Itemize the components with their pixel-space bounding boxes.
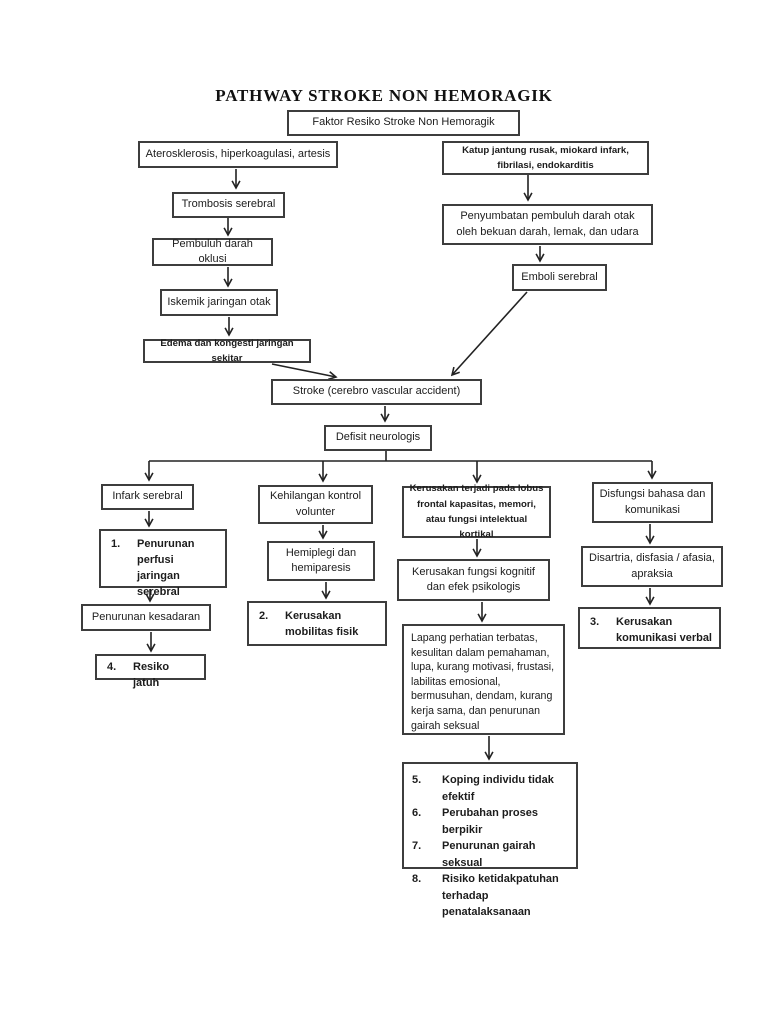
diagnosis-2-kerusakan-mobilitas: 2. Kerusakan mobilitas fisik: [247, 601, 387, 646]
node-edema: Edema dan kongesti jaringan sekitar: [143, 338, 311, 364]
diagnosis-number: 7.: [412, 840, 422, 852]
diagnosis-number: 6.: [412, 807, 422, 819]
diagnosis-label: Koping individu tidak efektif: [442, 774, 554, 803]
node-infark: Infark serebral: [101, 484, 194, 510]
node-disfungsi-bahasa: Disfungsi bahasa dan komunikasi: [592, 482, 713, 523]
diagnosis-number: 4.: [107, 661, 117, 673]
diagnosis-label: Penurunan gairah seksual: [442, 840, 536, 869]
diagnosis-list-5-8: 5. Koping individu tidak efektif 6. Peru…: [402, 762, 578, 918]
diagnosis-3-kerusakan-komunikasi: 3. Kerusakan komunikasi verbal: [578, 607, 721, 649]
node-trombosis: Trombosis serebral: [172, 192, 285, 218]
node-defisit-neurologis: Defisit neurologis: [324, 425, 432, 451]
diagnosis-number: 8.: [412, 873, 422, 885]
diagnosis-number: 2.: [259, 610, 269, 622]
node-pembuluh-oklusi: Pembuluh darah oklusi: [152, 238, 273, 266]
list-item: 5. Koping individu tidak efektif: [412, 772, 572, 805]
list-item: 6. Perubahan proses berpikir: [412, 805, 572, 838]
list-item: 7. Penurunan gairah seksual: [412, 838, 572, 871]
node-kerusakan-kognitif: Kerusakan fungsi kognitif dan efek psiko…: [397, 559, 550, 601]
diagram-title: PATHWAY STROKE NON HEMORAGIK: [215, 86, 553, 105]
node-kerusakan-lobus: Kerusakan terjadi pada lobus frontal kap…: [402, 483, 551, 540]
node-katup-jantung: Katup jantung rusak, miokard infark, fib…: [442, 141, 649, 175]
diagnosis-label: Kerusakan komunikasi verbal: [616, 616, 712, 644]
node-iskemik: Iskemik jaringan otak: [160, 289, 278, 316]
node-lapang-perhatian: Lapang perhatian terbatas, kesulitan dal…: [402, 624, 565, 735]
node-disartria: Disartria, disfasia / afasia, apraksia: [581, 546, 723, 587]
diagnosis-label: Risiko ketidakpatuhan terhadap penatalak…: [442, 873, 559, 918]
diagnosis-number: 3.: [590, 616, 600, 628]
diagnosis-label: Penurunan perfusi jaringan serebral: [137, 538, 195, 598]
diagnosis-label: Resiko jatuh: [133, 661, 170, 689]
node-stroke: Stroke (cerebro vascular accident): [271, 379, 482, 405]
node-penurunan-kesadaran: Penurunan kesadaran: [81, 604, 211, 631]
node-aterosklerosis: Aterosklerosis, hiperkoagulasi, artesis: [138, 141, 338, 168]
node-emboli: Emboli serebral: [512, 264, 607, 291]
node-hemiplegi: Hemiplegi dan hemiparesis: [267, 541, 375, 581]
diagnosis-4-resiko-jatuh: 4. Resiko jatuh: [95, 654, 206, 689]
node-kehilangan-kontrol: Kehilangan kontrol volunter: [258, 485, 373, 524]
node-penyumbatan: Penyumbatan pembuluh darah otak oleh bek…: [442, 204, 653, 245]
diagnosis-1-penurunan-perfusi: 1. Penurunan perfusi jaringan serebral: [99, 529, 227, 598]
node-faktor-resiko: Faktor Resiko Stroke Non Hemoragik: [287, 110, 520, 136]
diagnosis-label: Kerusakan mobilitas fisik: [285, 610, 359, 638]
diagnosis-number: 1.: [111, 538, 121, 550]
diagnosis-label: Perubahan proses berpikir: [442, 807, 538, 836]
list-item: 8. Risiko ketidakpatuhan terhadap penata…: [412, 871, 572, 921]
diagnosis-number: 5.: [412, 774, 422, 786]
